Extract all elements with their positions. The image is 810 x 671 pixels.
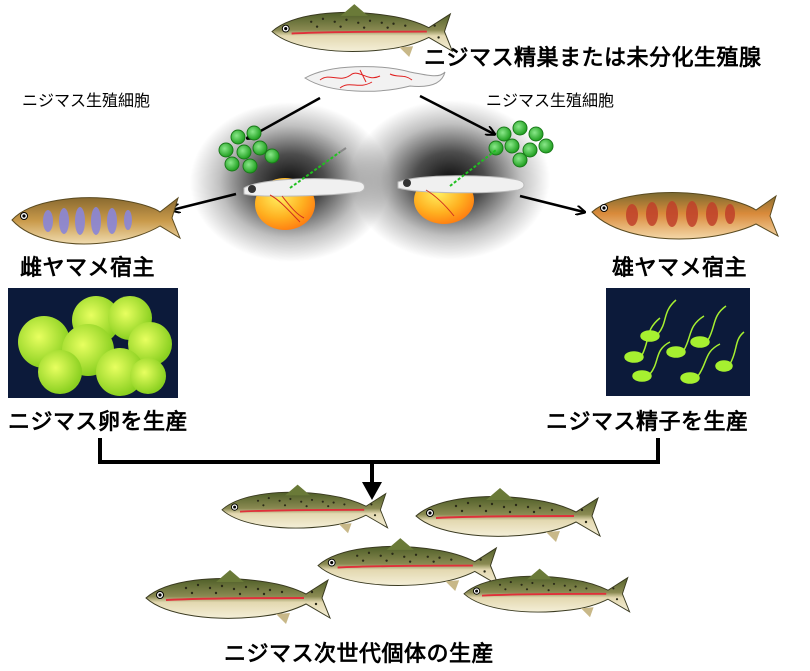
male-host-label: 雄ヤマメ宿主: [612, 256, 748, 281]
arrow-icon: [172, 192, 237, 210]
arrow-icon: [519, 194, 584, 212]
arrow-head-icon: [362, 482, 382, 500]
offspring-trout-icon: [415, 487, 601, 543]
germ-cells-left-icon: [218, 125, 280, 174]
female-yamame-icon: [11, 196, 182, 245]
germ-cells-left-label: ニジマス生殖細胞: [22, 91, 151, 110]
germ-cells-right-label: ニジマス生殖細胞: [486, 91, 615, 110]
sperm-panel: [606, 288, 750, 396]
testis-icon: [304, 66, 446, 92]
female-host-label: 雌ヤマメ宿主: [20, 256, 156, 281]
offspring-label: ニジマス次世代個体の生産: [224, 642, 495, 667]
sperm-icon: [624, 299, 745, 384]
source-label: ニジマス精巣または未分化生殖腺: [424, 46, 762, 71]
offspring-trout-icon: [145, 569, 331, 625]
male-yamame-icon: [591, 192, 779, 240]
sperm-production-label: ニジマス精子を生産: [546, 410, 749, 435]
egg-icon: [18, 296, 172, 396]
offspring-trout-icon: [221, 483, 389, 535]
bracket-connector: [98, 438, 660, 464]
egg-panel: [8, 288, 178, 398]
larva-right-icon: [397, 149, 525, 224]
egg-production-label: ニジマス卵を生産: [8, 410, 189, 435]
offspring-trout-icon: [317, 537, 500, 593]
germ-cells-right-icon: [488, 120, 554, 168]
larva-left-icon: [243, 147, 365, 230]
